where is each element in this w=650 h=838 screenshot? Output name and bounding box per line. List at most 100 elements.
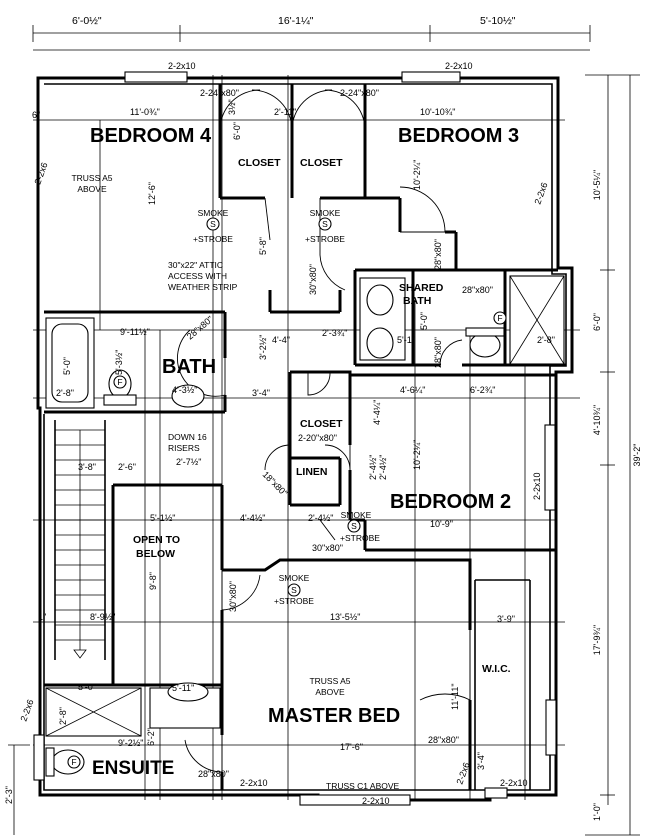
room-closet-c: CLOSET: [300, 418, 343, 430]
dim-door-30x80-c: 30"x80": [228, 581, 238, 612]
dim-master-door: 28"x80": [428, 735, 459, 745]
dim-tub-w: 5'-0": [62, 357, 72, 375]
dim-door-28x80-a: 28"x80": [433, 239, 443, 270]
dim-header-top-l: 2-2x10: [168, 61, 196, 71]
fan-symbol: F: [497, 313, 502, 323]
room-ensuite: ENSUITE: [92, 758, 174, 779]
room-bedroom-4: BEDROOM 4: [90, 125, 212, 147]
room-linen: LINEN: [296, 466, 328, 478]
dim-stair-w: 3'-8": [78, 462, 96, 472]
dim-bed4-depth: 12'-6": [147, 182, 157, 205]
dim-bed4-width: 11'-0¾": [130, 107, 160, 117]
dim-right-5: 1'-0": [592, 803, 602, 821]
truss-note-top-1: TRUSS A5: [71, 173, 112, 183]
attic-note-2: ACCESS WITH: [168, 271, 227, 281]
dim-closet-c-d: 4'-4¼": [372, 400, 382, 425]
dim-open-d: 9'-8": [148, 572, 158, 590]
dim-bottom-header-r: 2-2x10: [500, 778, 528, 788]
dim-wc-w: 2'-8": [56, 388, 74, 398]
dim-stair-rail: 2'-7½": [176, 457, 201, 467]
dim-bed2-header: 2-2x10: [532, 472, 542, 500]
dim-hall-a: 4'-4": [272, 335, 290, 345]
dim-bed3-depth: 10'-2¼": [412, 160, 422, 190]
dim-sb-height: 5'-0": [419, 312, 429, 330]
dim-ens-vanity: 5'-11": [172, 683, 194, 693]
fan-symbol: F: [117, 377, 122, 387]
smoke-note-2a: SMOKE: [310, 208, 341, 218]
dim-ens-door: 28"x80": [198, 769, 229, 779]
dim-closet-c-door: 2-20"x80": [298, 433, 337, 443]
stairs-note-1: DOWN 16: [168, 432, 207, 442]
dim-door-28x80-c: 28"x80": [185, 314, 215, 342]
doors: [177, 89, 471, 773]
dim-sb-door: 28"x80": [462, 285, 493, 295]
dim-header-top-r: 2-2x10: [445, 61, 473, 71]
dim-linen-d: 2'-4½": [378, 455, 388, 480]
dim-bed2-d: 10'-2¼": [412, 440, 422, 470]
room-master-bed: MASTER BED: [268, 705, 400, 727]
dim-right-total: 39'-2": [632, 444, 642, 467]
dim-small-c: 1": [38, 612, 46, 622]
smoke-note-1b: +STROBE: [193, 234, 233, 244]
smoke-note-3a: SMOKE: [341, 510, 372, 520]
dim-master-w2: 17'-6": [340, 742, 363, 752]
dim-hall-b: 2'-3¾": [322, 328, 347, 338]
dim-top-2: 16'-1¼": [278, 15, 314, 27]
dim-top-1: 6'-0½": [72, 15, 102, 27]
dim-closet-c-w: 4'-6¼": [400, 385, 425, 395]
dim-right-2: 6'-0": [592, 313, 602, 331]
smoke-symbol: S: [322, 219, 328, 229]
dim-ens-d: 6'-2": [146, 728, 156, 746]
room-shared-bath-1: SHARED: [399, 282, 444, 294]
dim-ens-shower: 5'-0": [78, 682, 96, 692]
dim-ens-header: 2-2x10: [240, 778, 268, 788]
dim-hall-f: 2'-4½": [308, 513, 333, 523]
dim-left-1: 2'-3": [4, 786, 14, 804]
smoke-note-4a: SMOKE: [279, 573, 310, 583]
dim-hall-e: 4'-4½": [240, 513, 265, 523]
dim-linen-w: 2'-4½": [368, 455, 378, 480]
smoke-symbol: S: [351, 521, 357, 531]
smoke-symbol: S: [210, 219, 216, 229]
windows: [33, 71, 557, 806]
dim-door-30x80-a: 30"x80": [308, 264, 318, 295]
dim-stair-gap: 2'-6": [118, 462, 136, 472]
room-bath: BATH: [162, 356, 216, 378]
dim-truss-r: 2-2x6: [532, 181, 549, 206]
dim-ens-truss: 2-2x6: [18, 698, 35, 723]
dim-hall-w: 5'-8": [258, 237, 268, 255]
dim-closet-door-l: 2-24"x80": [200, 88, 239, 98]
dim-stair-d: 8'-9½": [90, 612, 115, 622]
dim-bath-d: 5'-3½": [114, 350, 124, 375]
room-bedroom-2: BEDROOM 2: [390, 491, 511, 513]
stairs-note-2: RISERS: [168, 443, 200, 453]
dim-vanity-w: 4'-3½": [172, 385, 197, 395]
dim-ens-w: 9'-2½": [118, 738, 143, 748]
fixtures: [45, 275, 565, 777]
truss-note-master-1: TRUSS A5: [309, 676, 350, 686]
dim-door-30x80-b: 30"x80": [312, 543, 343, 553]
dim-top-3: 5'-10½": [480, 15, 516, 27]
dim-truss-l: 2-2x6: [32, 161, 49, 186]
room-closet-b: CLOSET: [300, 157, 343, 169]
dim-hall-d: 3'-4": [252, 388, 270, 398]
smoke-note-2b: +STROBE: [305, 234, 345, 244]
fan-symbol: F: [71, 757, 76, 767]
dim-small-a: 3½": [227, 99, 237, 115]
dim-bed2-top: 6'-2¾": [470, 385, 495, 395]
notes: TRUSS A5 ABOVE SMOKE +STROBE SMOKE +STRO…: [71, 173, 399, 791]
dim-sb-w: 5'-1": [397, 335, 415, 345]
dim-wic-d: 3'-4": [476, 752, 486, 770]
dim-linen-door: 18"x80": [261, 469, 290, 498]
smoke-note-1a: SMOKE: [198, 208, 229, 218]
dim-shower-w: 2'-8": [537, 335, 555, 345]
room-open-to-below-2: BELOW: [136, 548, 175, 560]
dimension-lines: [8, 25, 640, 836]
dim-right-1: 10'-5¼": [592, 170, 602, 200]
truss-note-master-2: ABOVE: [315, 687, 345, 697]
dim-ens-shower-d: 2'-8": [58, 707, 68, 725]
room-labels: BEDROOM 4 BEDROOM 3 CLOSET CLOSET SHARED…: [90, 125, 519, 779]
room-closet-a: CLOSET: [238, 157, 281, 169]
attic-note-3: WEATHER STRIP: [168, 282, 238, 292]
